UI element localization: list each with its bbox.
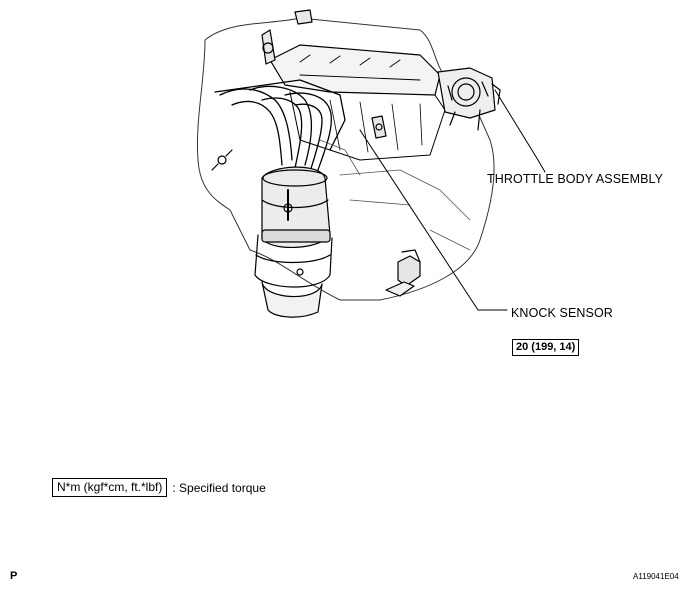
bolt-part — [211, 149, 233, 171]
page-marker: P — [10, 570, 18, 582]
throttle-body-label: THROTTLE BODY ASSEMBLY — [487, 172, 664, 186]
ignition-coil — [261, 29, 276, 65]
torque-value-box: 20 (199, 14) — [512, 339, 580, 356]
knock-sensor-part — [371, 115, 387, 139]
knock-leader-line — [359, 129, 508, 311]
knock-sensor-label: KNOCK SENSOR — [511, 306, 613, 320]
engine-block-outline — [196, 17, 495, 301]
throttle-leader-line — [494, 89, 546, 173]
legend-description: : Specified torque — [172, 480, 266, 495]
catalytic-converter — [254, 166, 333, 318]
figure-code: A119041E04 — [633, 572, 679, 581]
throttle-body — [437, 67, 501, 131]
torque-legend: N*m (kgf*cm, ft.*lbf) : Specified torque — [52, 478, 266, 497]
sensor-part — [385, 249, 421, 297]
exhaust-manifold — [214, 79, 346, 173]
intake-manifold — [269, 44, 441, 96]
legend-unit-box: N*m (kgf*cm, ft.*lbf) — [52, 478, 168, 497]
